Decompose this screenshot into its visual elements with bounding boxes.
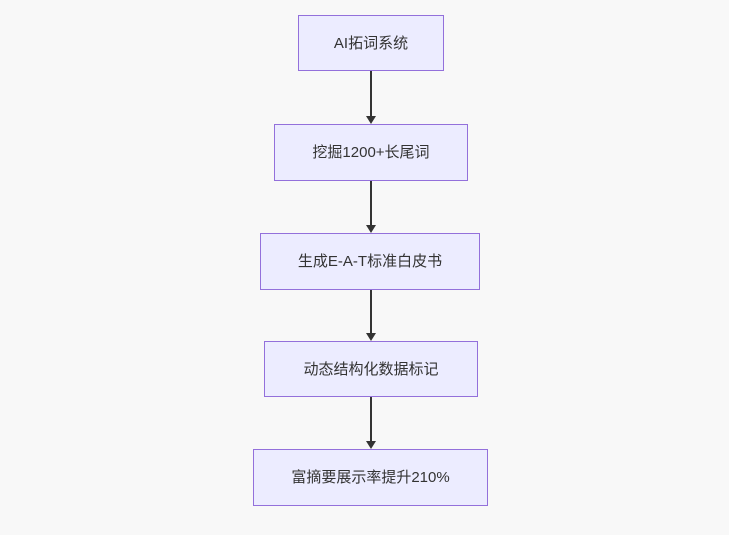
flow-node-rich-snippet-result: 富摘要展示率提升210%: [253, 449, 488, 506]
flow-node-label: 生成E-A-T标准白皮书: [297, 253, 443, 270]
arrow-shaft: [370, 181, 372, 226]
flow-node-ai-keyword-system: AI拓词系统: [298, 15, 444, 71]
flow-node-eat-whitepaper: 生成E-A-T标准白皮书: [260, 233, 480, 290]
flow-node-label: AI拓词系统: [333, 34, 409, 52]
arrow-head-icon: [366, 225, 376, 233]
arrow-head-icon: [366, 116, 376, 124]
flow-node-structured-data-markup: 动态结构化数据标记: [264, 341, 478, 397]
arrow-shaft: [370, 397, 372, 442]
arrow-head-icon: [366, 441, 376, 449]
flow-arrow-2: [365, 181, 377, 233]
flow-arrow-3: [365, 290, 377, 341]
arrow-shaft: [370, 290, 372, 334]
flow-node-label: 挖掘1200+长尾词: [312, 144, 430, 161]
arrow-head-icon: [366, 333, 376, 341]
flow-node-label: 动态结构化数据标记: [303, 360, 439, 378]
arrow-shaft: [370, 71, 372, 117]
flow-arrow-4: [365, 397, 377, 449]
flow-arrow-1: [365, 71, 377, 124]
flow-node-label: 富摘要展示率提升210%: [291, 469, 450, 486]
flow-node-longtail-mining: 挖掘1200+长尾词: [274, 124, 468, 181]
